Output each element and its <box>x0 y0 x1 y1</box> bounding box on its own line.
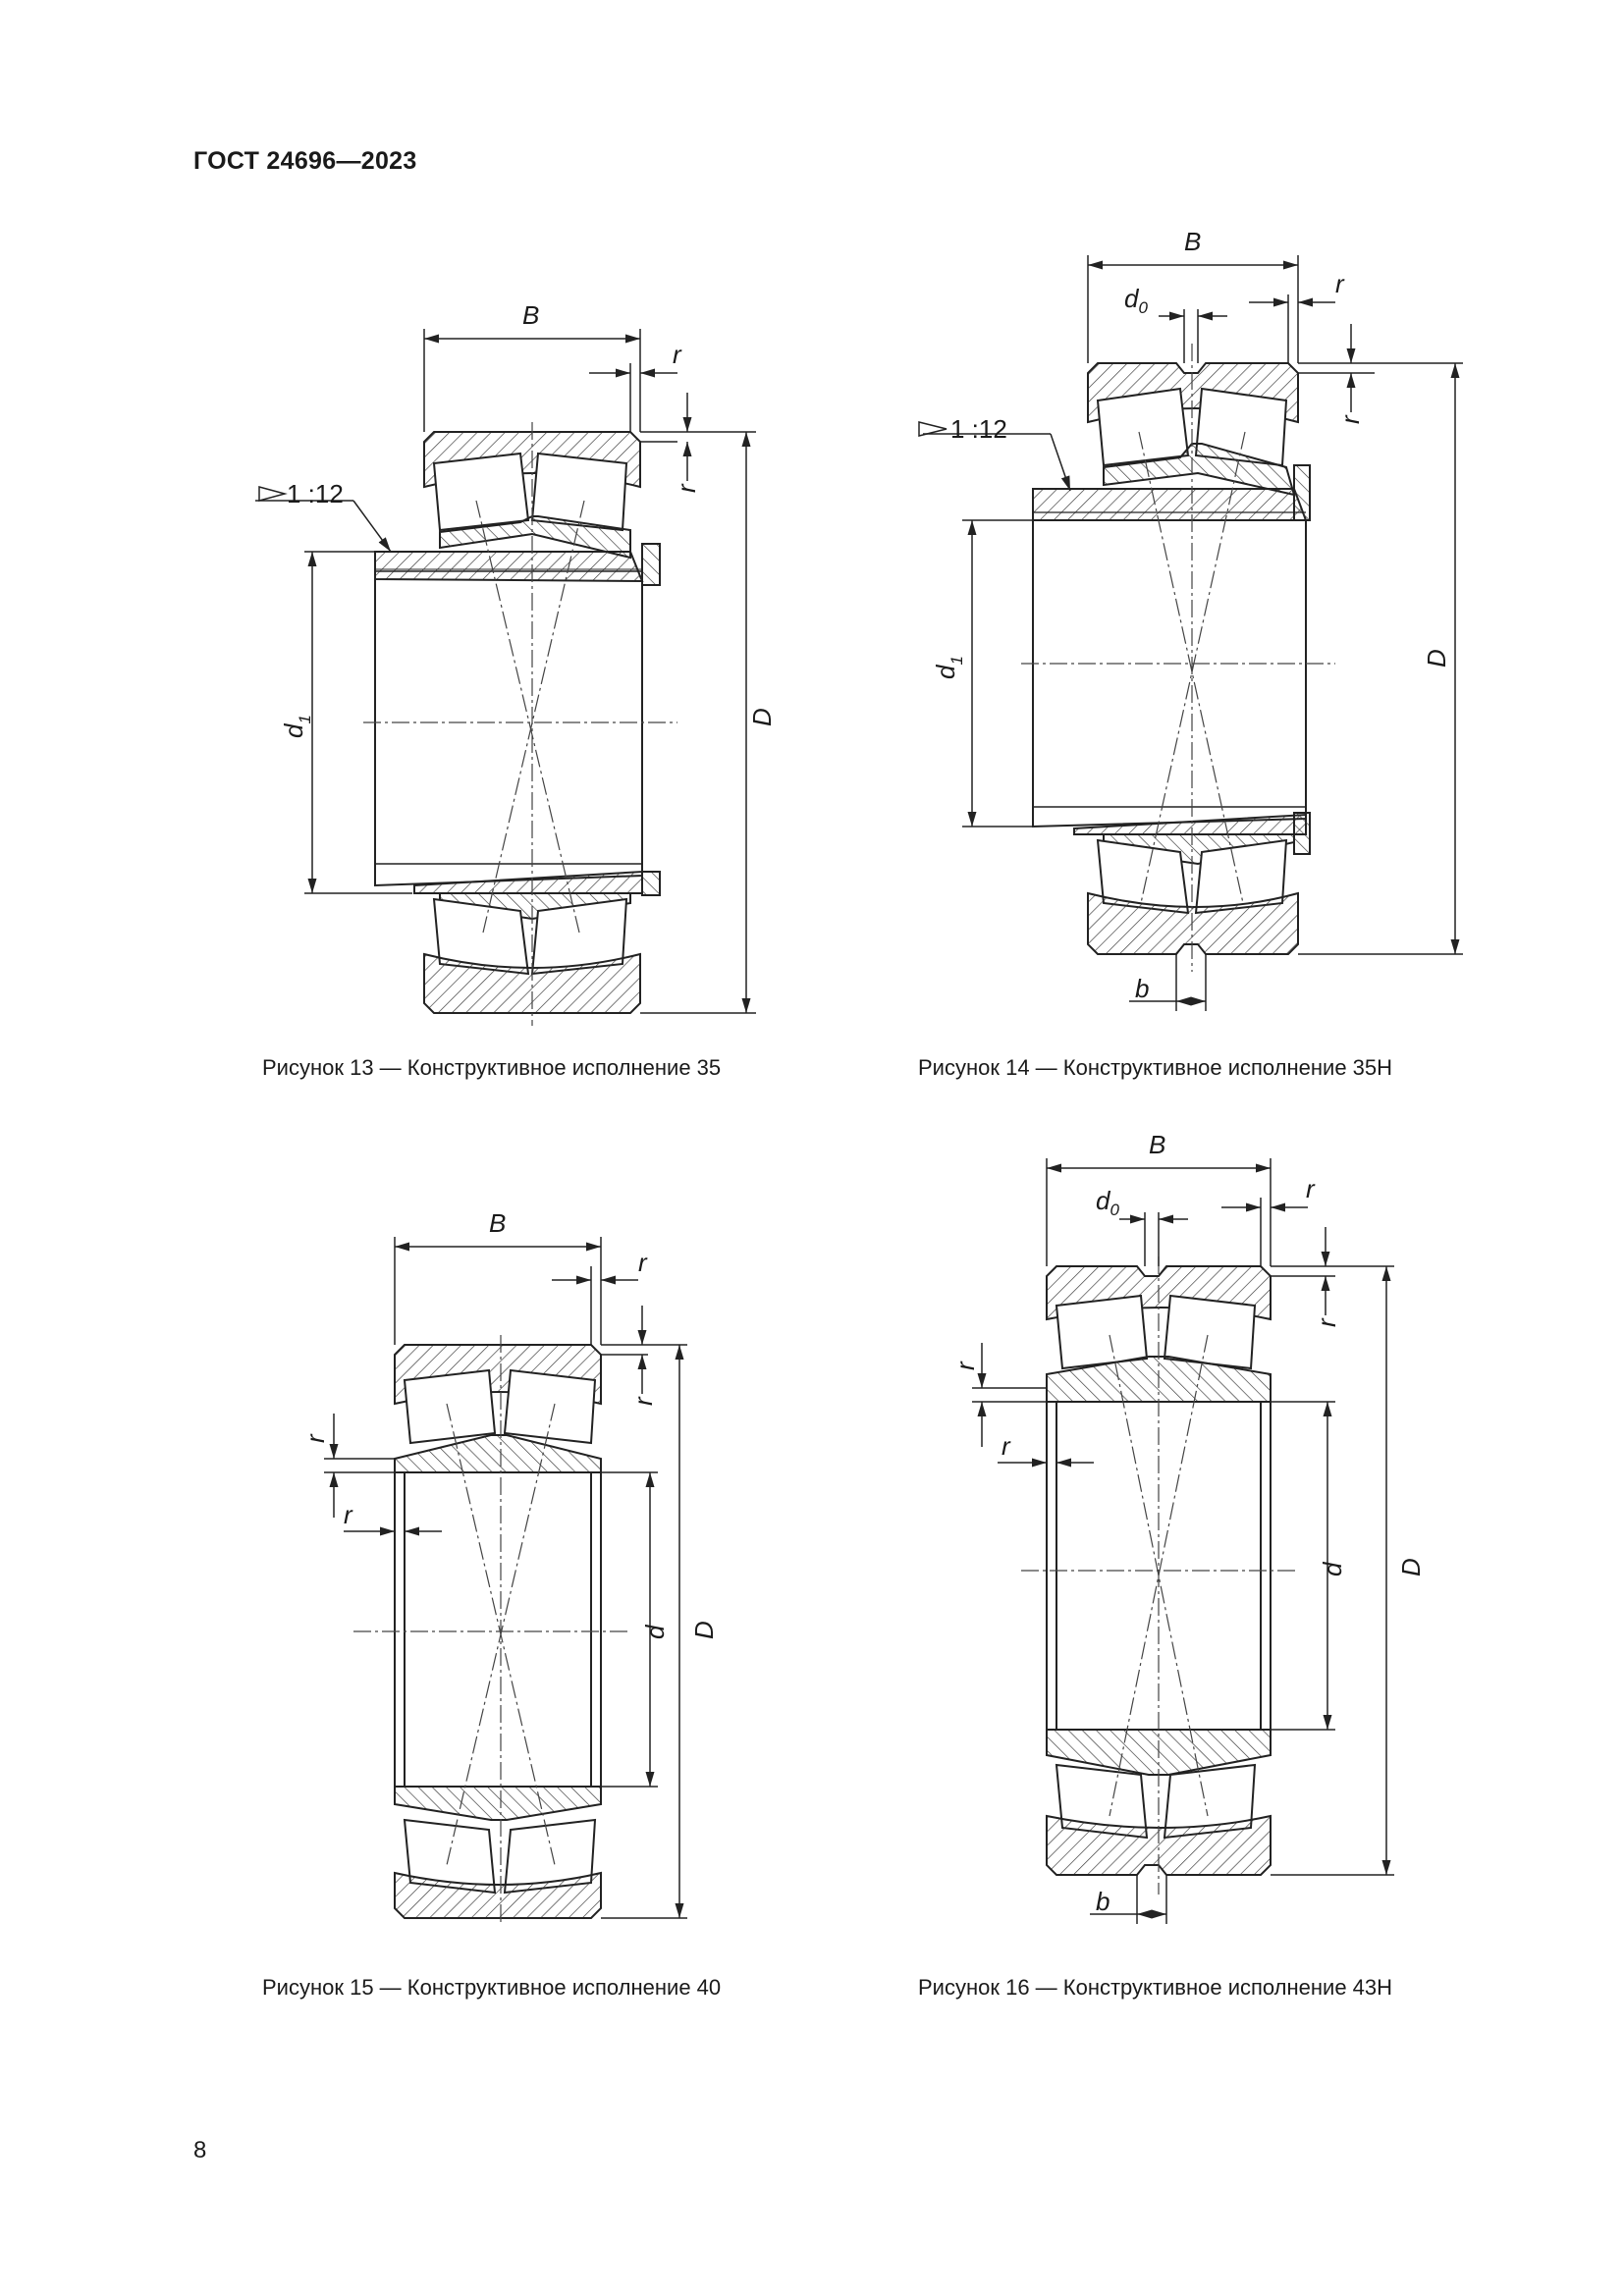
dim-D-label: D <box>747 708 777 726</box>
dim-r-label: r <box>1335 414 1365 424</box>
dim-r-label: r <box>1335 269 1345 298</box>
taper-label: 1 :12 <box>287 479 344 508</box>
dim-D-label: D <box>689 1621 719 1639</box>
dim-r-label: r <box>1312 1317 1341 1327</box>
dim-r-label: r <box>672 483 701 493</box>
dim-r-label: r <box>638 1248 648 1277</box>
figure-15-caption: Рисунок 15 — Конструктивное исполнение 4… <box>262 1975 722 2000</box>
figure-13-drawing: 1 :12 B r r D d1 <box>226 294 835 1041</box>
dim-r-label: r <box>950 1361 980 1370</box>
dim-B-label: B <box>1149 1130 1165 1159</box>
dim-d0-label: d0 <box>1124 284 1148 317</box>
figure-13-caption: Рисунок 13 — Конструктивное исполнение 3… <box>262 1055 722 1080</box>
dim-B-label: B <box>1184 227 1201 256</box>
dim-d1-label: d1 <box>931 656 966 679</box>
document-header: ГОСТ 24696—2023 <box>193 147 417 175</box>
dim-b-label: b <box>1135 974 1149 1003</box>
dim-d0-label: d0 <box>1096 1186 1119 1219</box>
figure-16-caption: Рисунок 16 — Конструктивное исполнение 4… <box>918 1975 1393 2000</box>
figure-14-drawing: 1 :12 B d0 r r D d1 b <box>903 226 1512 1031</box>
dim-D-label: D <box>1422 649 1451 667</box>
dim-r-label: r <box>628 1396 658 1406</box>
dim-D-label: D <box>1396 1558 1426 1576</box>
dim-r-label: r <box>1001 1431 1011 1461</box>
dim-d1-label: d1 <box>279 715 314 738</box>
figure-15-drawing: B r r r r d D <box>295 1178 766 1924</box>
dim-b-label: b <box>1096 1887 1110 1916</box>
dim-B-label: B <box>522 300 539 330</box>
figure-16-drawing: B d0 r r r r d D b <box>950 1130 1434 1924</box>
dim-r-label: r <box>344 1500 353 1529</box>
dim-d-label: d <box>1318 1561 1347 1576</box>
dim-d-label: d <box>640 1624 670 1639</box>
page-number: 8 <box>193 2137 207 2163</box>
figure-14-caption: Рисунок 14 — Конструктивное исполнение 3… <box>918 1055 1393 1080</box>
dim-B-label: B <box>489 1208 506 1238</box>
dim-r-label: r <box>300 1433 330 1443</box>
taper-label: 1 :12 <box>950 414 1007 444</box>
dim-r-label: r <box>1306 1174 1316 1203</box>
dim-r-label: r <box>673 340 682 369</box>
